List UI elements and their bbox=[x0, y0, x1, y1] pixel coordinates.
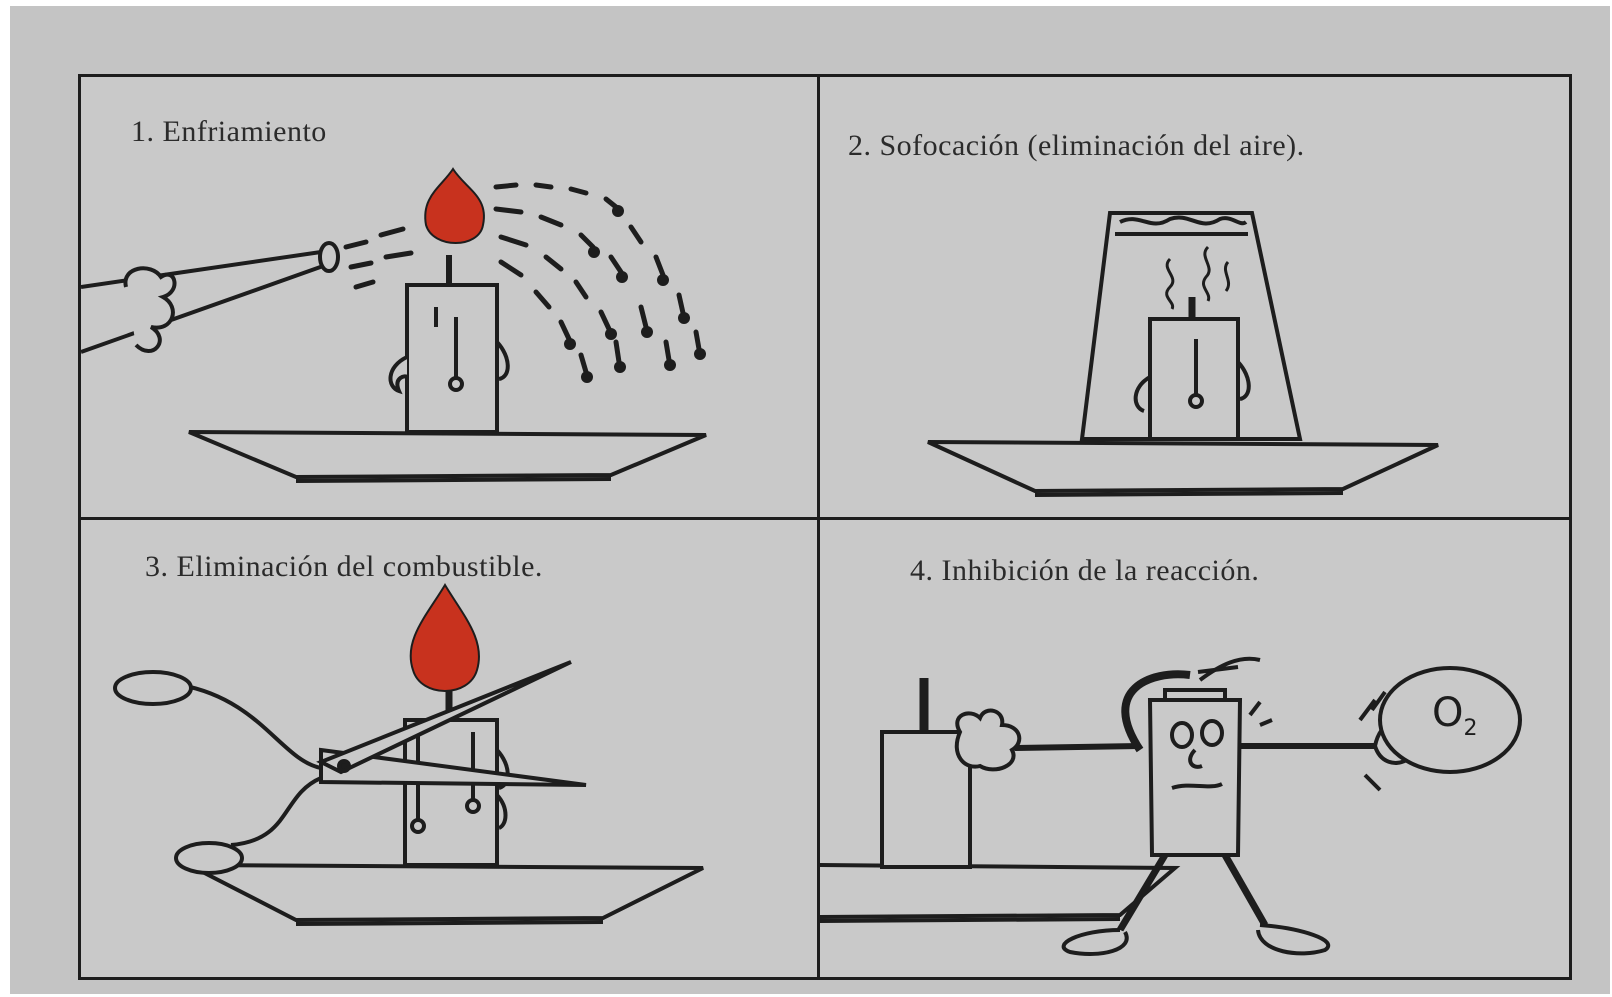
extinguisher-blocking-oxygen-icon bbox=[820, 520, 1569, 977]
panel-cooling: 1. Enfriamiento bbox=[81, 77, 817, 517]
panel-reaction-inhibition: 4. Inhibición de la reacción. bbox=[820, 520, 1569, 977]
fire-extinguishing-methods-figure: 1. Enfriamiento bbox=[78, 74, 1572, 980]
photo-background: 1. Enfriamiento bbox=[10, 6, 1610, 994]
panel-fuel-removal: 3. Eliminación del combustible. bbox=[81, 520, 817, 977]
horizontal-divider bbox=[81, 517, 1569, 520]
oxygen-symbol: O bbox=[1432, 690, 1463, 736]
oxygen-subscript: 2 bbox=[1463, 716, 1477, 741]
oxygen-label: O2 bbox=[1432, 690, 1477, 741]
panel-smothering: 2. Sofocación (eliminación del aire). bbox=[820, 77, 1569, 517]
hose-water-on-candle-icon bbox=[81, 77, 817, 517]
vertical-divider bbox=[817, 77, 820, 977]
covered-candle-icon bbox=[820, 77, 1569, 517]
scissors-cutting-wick-icon bbox=[81, 520, 817, 977]
